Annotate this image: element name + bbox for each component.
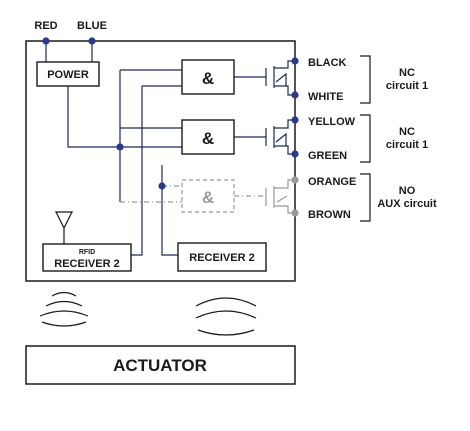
rfid-small-label: RFID: [79, 249, 95, 256]
terminal-green-label: GREEN: [308, 150, 347, 162]
and-gate-aux: [181, 179, 235, 213]
and-gate-2: [181, 119, 235, 155]
circuit-2-type: NC: [399, 126, 415, 138]
rfid-receiver-label: RECEIVER 2: [54, 258, 119, 270]
power-label: POWER: [47, 69, 89, 81]
circuit-1-type: NC: [399, 67, 415, 79]
terminal-yellow-label: YELLOW: [308, 116, 356, 128]
bracket-circuit-1: [360, 55, 371, 104]
circuit-1-name: circuit 1: [386, 80, 428, 92]
red-input-label: RED: [34, 20, 57, 32]
receiver-2-box: [177, 242, 267, 272]
and-gate-aux-symbol: &: [202, 188, 214, 207]
receiver-rfid-to-and1-wire: [120, 85, 182, 256]
actuator-box: [25, 345, 296, 385]
receiver-2-label: RECEIVER 2: [189, 252, 254, 264]
blue-input-label: BLUE: [77, 20, 107, 32]
terminal-white-label: WHITE: [308, 91, 343, 103]
switch-2-icon: [265, 119, 295, 155]
receiver2-vertical-wire: [161, 165, 178, 256]
switch-aux-icon: [265, 179, 295, 214]
rfid-signal-waves-icon: [39, 291, 89, 327]
bracket-aux-circuit: [360, 173, 371, 222]
terminal-black-label: BLACK: [308, 57, 347, 69]
power-input-wires: [45, 41, 93, 62]
antenna-icon: [55, 211, 73, 244]
switch-1-icon: [265, 60, 295, 96]
and-gate-1-symbol: &: [202, 69, 214, 88]
terminal-nodes: [42, 37, 299, 217]
and-gate-2-symbol: &: [202, 129, 214, 148]
receiver-rfid-bus-wire: [119, 69, 182, 202]
terminal-brown-label: BROWN: [308, 209, 351, 221]
power-to-and2-wire: [67, 86, 182, 148]
aux-circuit-name: AUX circuit: [377, 198, 437, 210]
aux-dashed-wires: [120, 185, 182, 203]
receiver-2-signal-waves-icon: [195, 297, 257, 336]
aux-circuit-type: NO: [399, 185, 416, 197]
terminal-orange-label: ORANGE: [308, 176, 356, 188]
rfid-receiver-box: [42, 243, 132, 272]
device-enclosure: [25, 40, 296, 282]
bracket-circuit-2: [360, 114, 371, 163]
circuit-2-name: circuit 1: [386, 139, 428, 151]
actuator-label: ACTUATOR: [113, 356, 207, 375]
